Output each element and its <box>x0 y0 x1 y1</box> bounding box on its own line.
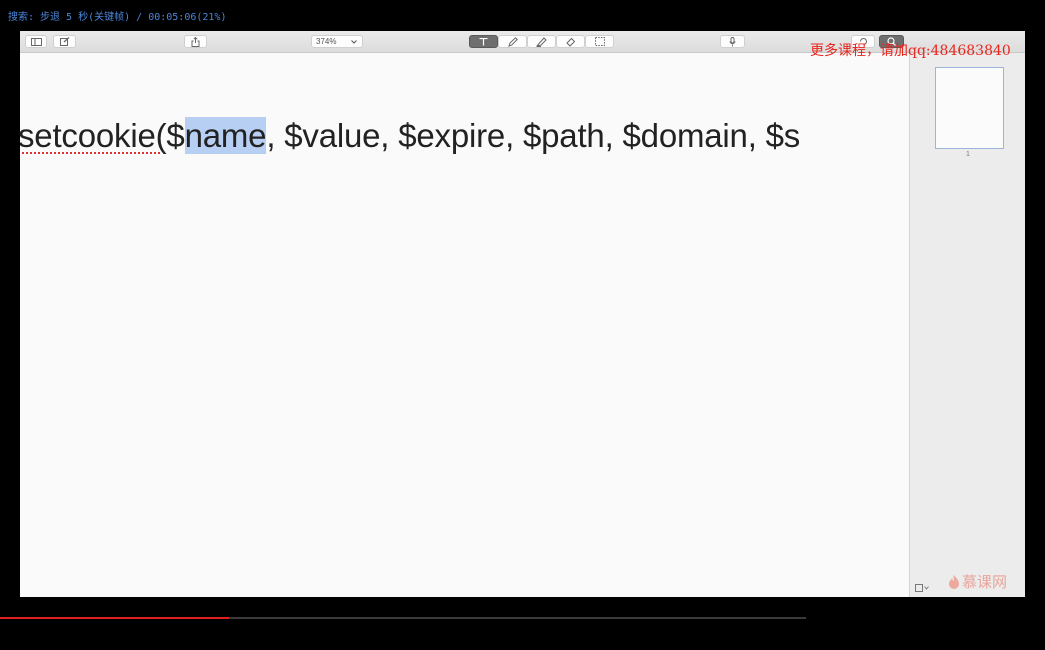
view-options-icon <box>915 584 923 592</box>
chevron-down-icon <box>351 39 357 44</box>
video-progress-bar[interactable] <box>0 617 806 619</box>
text-selection[interactable]: name <box>184 117 267 154</box>
text-tool-button[interactable] <box>469 35 498 48</box>
page-number: 1 <box>966 151 970 158</box>
sidebar-toggle-icon <box>30 37 42 46</box>
highlight-tool-button[interactable] <box>527 35 556 48</box>
markup-edit-icon <box>59 37 69 46</box>
page-thumbnail[interactable] <box>935 67 1004 149</box>
promo-overlay-text: 更多课程，请加qq:484683840 <box>810 43 1011 59</box>
dollar-sign: $ <box>166 117 185 154</box>
markup-button[interactable] <box>53 35 76 48</box>
rect-select-button[interactable] <box>585 35 614 48</box>
watermark: 慕课网 <box>948 571 1007 592</box>
search-button[interactable] <box>879 35 904 48</box>
zoom-select[interactable]: 374% <box>311 35 363 48</box>
pen-tool-button[interactable] <box>498 35 527 48</box>
share-button[interactable] <box>184 35 207 48</box>
chevron-down-icon <box>924 586 929 590</box>
eraser-icon <box>565 37 575 47</box>
player-status-text: 搜索: 步退 5 秒(关键帧) / 00:05:06(21%) <box>8 12 227 23</box>
text-tool-icon <box>479 37 488 45</box>
sidebar-view-button[interactable] <box>915 584 929 592</box>
zoom-value: 374% <box>316 37 337 46</box>
highlight-icon <box>536 36 547 47</box>
pen-icon <box>507 36 518 47</box>
microphone-button[interactable] <box>720 35 745 48</box>
microphone-icon <box>729 36 736 46</box>
rect-select-icon <box>594 37 605 46</box>
code-remainder: , $value, $expire, $path, $domain, $s <box>266 117 801 154</box>
toolbar: 374% <box>20 31 1025 53</box>
preview-window: 374% <box>20 31 1025 597</box>
flame-logo-icon <box>949 574 959 589</box>
search-icon <box>886 36 897 47</box>
sidebar-toggle-button[interactable] <box>25 35 47 48</box>
video-progress-fill <box>0 617 229 619</box>
watermark-text: 慕课网 <box>962 573 1008 591</box>
rotate-button[interactable] <box>851 35 875 48</box>
misspelled-word: setcookie( <box>20 117 167 154</box>
code-line[interactable]: setcookie($name, $value, $expire, $path,… <box>20 117 800 155</box>
rotate-icon <box>859 38 867 45</box>
eraser-tool-button[interactable] <box>556 35 585 48</box>
thumbnail-sidebar: 1 <box>909 53 1025 597</box>
share-icon <box>191 36 200 47</box>
document-page[interactable]: setcookie($name, $value, $expire, $path,… <box>20 53 909 597</box>
